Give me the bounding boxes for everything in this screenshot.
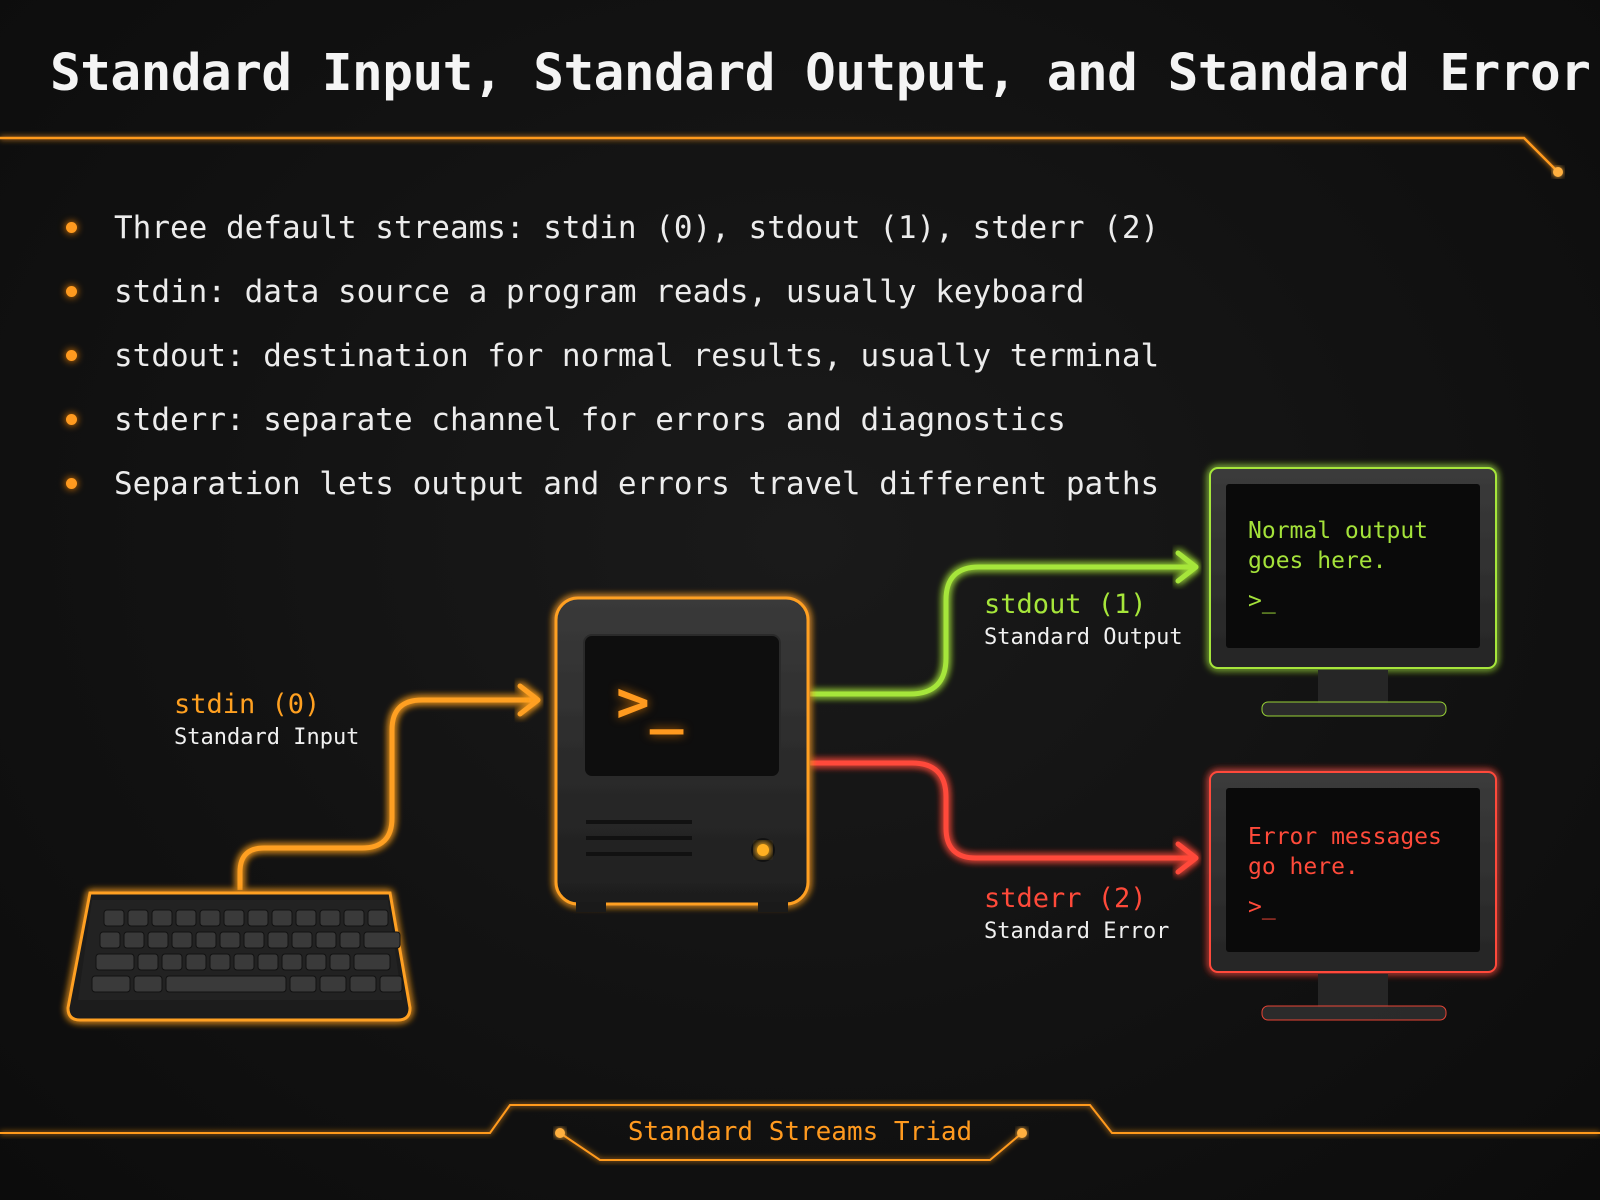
key-icon bbox=[161, 953, 183, 971]
screen-prompt: >_ bbox=[1248, 894, 1276, 920]
key-icon bbox=[281, 953, 303, 971]
key-icon bbox=[305, 953, 327, 971]
key-icon bbox=[379, 975, 403, 993]
key-icon bbox=[103, 909, 125, 927]
bullet-item: Separation lets output and errors travel… bbox=[64, 462, 1159, 526]
screen-line: go here. bbox=[1248, 854, 1359, 880]
key-icon bbox=[91, 975, 131, 993]
bullet-text: stdout: destination for normal results, … bbox=[114, 338, 1160, 374]
key-icon bbox=[315, 931, 337, 949]
key-icon bbox=[219, 931, 241, 949]
stdout-label: stdout (1) Standard Output bbox=[984, 588, 1183, 654]
key-icon bbox=[137, 953, 159, 971]
key-icon bbox=[291, 931, 313, 949]
stdout-name: Standard Output bbox=[984, 625, 1183, 650]
stdin-arrow bbox=[237, 683, 541, 890]
stderr-arrow bbox=[810, 760, 1199, 875]
key-icon bbox=[289, 975, 317, 993]
page-title: Standard Input, Standard Output, and Sta… bbox=[50, 44, 1591, 103]
bullet-dot-icon bbox=[66, 414, 77, 425]
keyboard-icon bbox=[66, 891, 412, 1022]
bullet-dot-icon bbox=[66, 350, 77, 361]
key-icon bbox=[329, 953, 351, 971]
key-icon bbox=[319, 909, 341, 927]
key-icon bbox=[233, 953, 255, 971]
key-icon bbox=[367, 909, 389, 927]
header-divider-line bbox=[0, 136, 1559, 173]
screen-line: Normal output bbox=[1248, 518, 1429, 544]
key-icon bbox=[349, 975, 377, 993]
stdin-code: stdin (0) bbox=[174, 689, 321, 720]
bullet-text: stdin: data source a program reads, usua… bbox=[114, 274, 1085, 310]
stdin-name: Standard Input bbox=[174, 725, 360, 750]
key-icon bbox=[247, 909, 269, 927]
footer-line-left bbox=[0, 1104, 1600, 1134]
footer-node-right bbox=[1017, 1128, 1027, 1138]
bullet-text: stderr: separate channel for errors and … bbox=[114, 402, 1066, 438]
key-icon bbox=[195, 931, 217, 949]
bullet-text: Separation lets output and errors travel… bbox=[114, 466, 1160, 502]
key-icon bbox=[363, 931, 401, 949]
key-icon bbox=[165, 975, 287, 993]
key-icon bbox=[199, 909, 221, 927]
key-icon bbox=[133, 975, 163, 993]
footer-node-left bbox=[555, 1128, 565, 1138]
key-icon bbox=[171, 931, 193, 949]
key-icon bbox=[267, 931, 289, 949]
key-icon bbox=[243, 931, 265, 949]
key-icon bbox=[271, 909, 293, 927]
stderr-monitor-icon bbox=[1209, 771, 1497, 1021]
bullet-list: Three default streams: stdin (0), stdout… bbox=[64, 206, 1159, 526]
key-icon bbox=[339, 931, 361, 949]
stdout-monitor-icon bbox=[1209, 467, 1497, 717]
bullet-item: stdin: data source a program reads, usua… bbox=[64, 270, 1159, 334]
screen-line: goes here. bbox=[1248, 548, 1387, 574]
key-icon bbox=[147, 931, 169, 949]
bullet-dot-icon bbox=[66, 222, 77, 233]
key-icon bbox=[319, 975, 347, 993]
stderr-code: stderr (2) bbox=[984, 883, 1147, 914]
key-icon bbox=[95, 953, 135, 971]
header-divider-node bbox=[1553, 167, 1563, 177]
screen-prompt: >_ bbox=[1248, 588, 1276, 614]
computer-icon bbox=[554, 596, 810, 912]
key-icon bbox=[175, 909, 197, 927]
bullet-dot-icon bbox=[66, 478, 77, 489]
stdout-code: stdout (1) bbox=[984, 589, 1147, 620]
bullet-text: Three default streams: stdin (0), stdout… bbox=[114, 210, 1160, 246]
key-icon bbox=[99, 931, 121, 949]
key-icon bbox=[151, 909, 173, 927]
bullet-item: stderr: separate channel for errors and … bbox=[64, 398, 1159, 462]
key-icon bbox=[257, 953, 279, 971]
screen-line: Error messages bbox=[1248, 824, 1442, 850]
key-icon bbox=[209, 953, 231, 971]
stdout-arrow bbox=[810, 550, 1199, 697]
footer-label: Standard Streams Triad bbox=[627, 1117, 973, 1147]
key-icon bbox=[123, 931, 145, 949]
key-icon bbox=[353, 953, 391, 971]
key-icon bbox=[223, 909, 245, 927]
key-icon bbox=[127, 909, 149, 927]
terminal-prompt-icon: >_ bbox=[616, 670, 684, 735]
bullet-item: stdout: destination for normal results, … bbox=[64, 334, 1159, 398]
stderr-label: stderr (2) Standard Error bbox=[984, 882, 1169, 948]
bullet-dot-icon bbox=[66, 286, 77, 297]
key-icon bbox=[295, 909, 317, 927]
stdin-label: stdin (0) Standard Input bbox=[174, 688, 359, 754]
footer-plate bbox=[559, 1132, 1023, 1161]
key-icon bbox=[343, 909, 365, 927]
stdout-screen-text: Normal output goes here. >_ bbox=[1248, 516, 1428, 616]
key-icon bbox=[185, 953, 207, 971]
stderr-screen-text: Error messages go here. >_ bbox=[1248, 822, 1442, 922]
stderr-name: Standard Error bbox=[984, 919, 1170, 944]
bullet-item: Three default streams: stdin (0), stdout… bbox=[64, 206, 1159, 270]
